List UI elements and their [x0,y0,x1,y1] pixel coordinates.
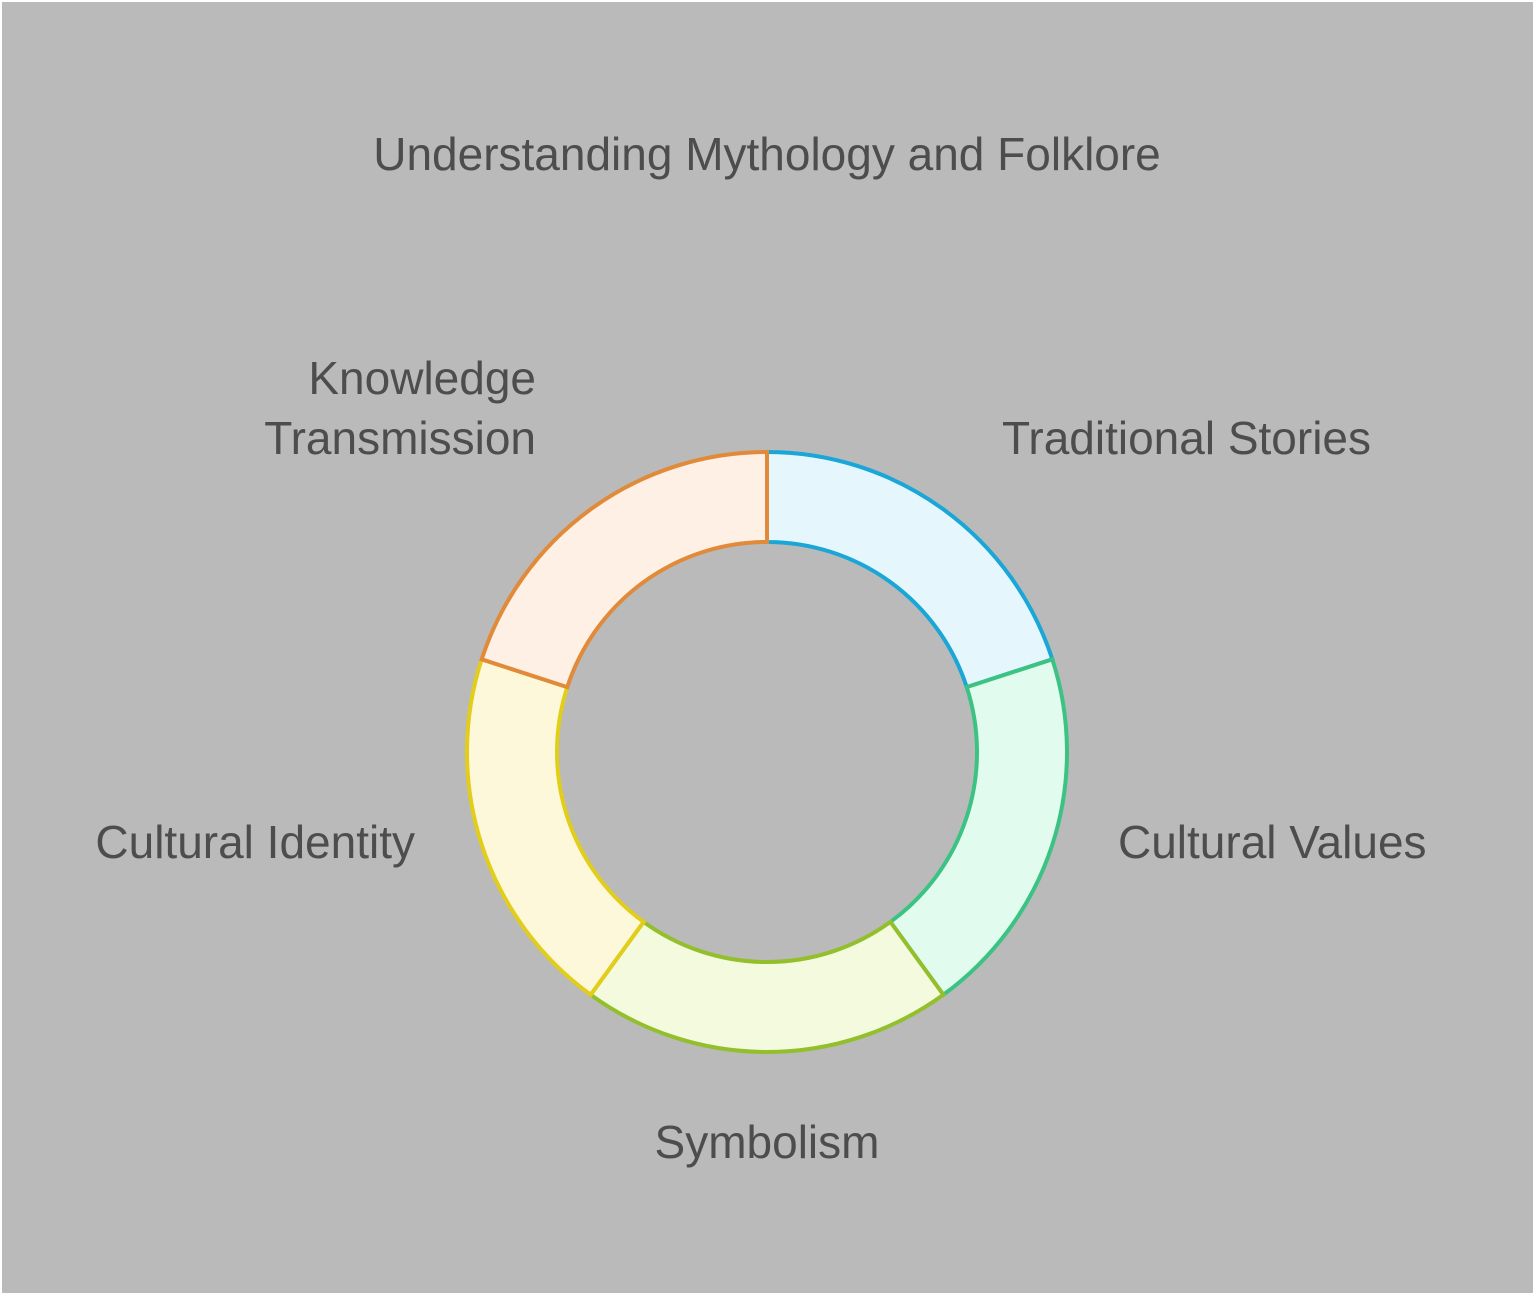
ring-segment-4 [479,449,769,690]
ring-segment-0 [765,449,1055,690]
ring [465,449,1069,1054]
segment-label-line: Cultural Identity [95,816,415,868]
segment-label-line: Transmission [264,412,536,464]
segment-label-line: Symbolism [655,1116,880,1168]
ring-segment-3 [465,656,647,998]
ring-segment-2 [587,919,947,1054]
ring-segment-1 [887,656,1069,998]
diagram-title: Understanding Mythology and Folklore [373,128,1161,180]
segment-label-2: Symbolism [655,1116,880,1168]
segment-label-line: Cultural Values [1118,816,1427,868]
segment-label-line: Knowledge [308,352,536,404]
segment-label-3: Cultural Identity [95,816,415,868]
segment-label-line: Traditional Stories [1002,412,1371,464]
segment-label-0: Traditional Stories [1002,412,1371,464]
segment-label-1: Cultural Values [1118,816,1427,868]
